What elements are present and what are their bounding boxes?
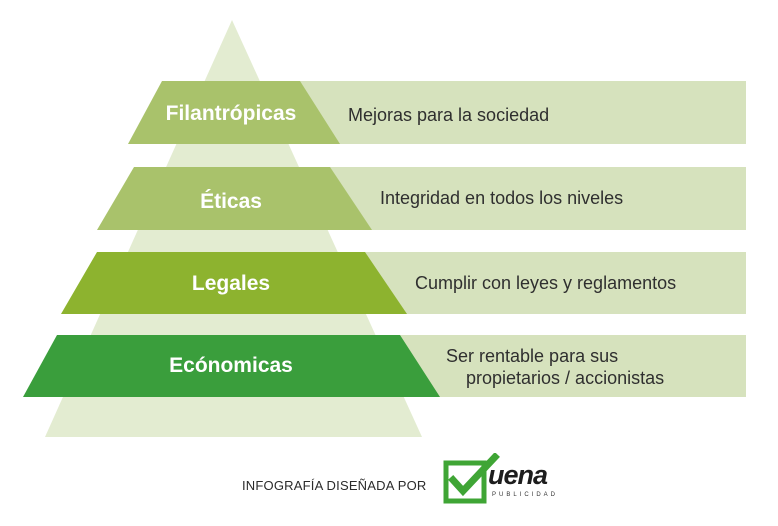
- level-3-trapezoid: [61, 252, 407, 314]
- logo-box: [443, 460, 487, 504]
- level-2-trapezoid: [97, 167, 372, 230]
- level-3-description: Cumplir con leyes y reglamentos: [415, 273, 677, 293]
- level-3-band: [365, 252, 746, 314]
- designer-credit: INFOGRAFÍA DISEÑADA POR: [242, 478, 427, 493]
- level-1-label: Filantrópicas: [165, 102, 297, 125]
- logo-check: [448, 453, 500, 497]
- level-4-label: Ecónomicas: [169, 354, 293, 377]
- level-3-label: Legales: [191, 272, 271, 295]
- level-4-band: [400, 335, 746, 397]
- level-2-band: [330, 167, 746, 230]
- level-2-label: Éticas: [200, 190, 262, 213]
- logo-subtitle: PUBLICIDAD: [492, 492, 559, 498]
- logo-wordmark: uena: [488, 460, 548, 490]
- level-1-trapezoid: [128, 81, 340, 144]
- level-1-description: Mejoras para la sociedad: [348, 105, 550, 125]
- level-4-description: Ser rentable para sus propietarios / acc…: [446, 346, 665, 388]
- level-2-description: Integridad en todos los niveles: [380, 188, 624, 208]
- checkmark-logo-icon: [443, 453, 500, 504]
- level-4-trapezoid: [23, 335, 440, 397]
- level-1-band: [300, 81, 746, 144]
